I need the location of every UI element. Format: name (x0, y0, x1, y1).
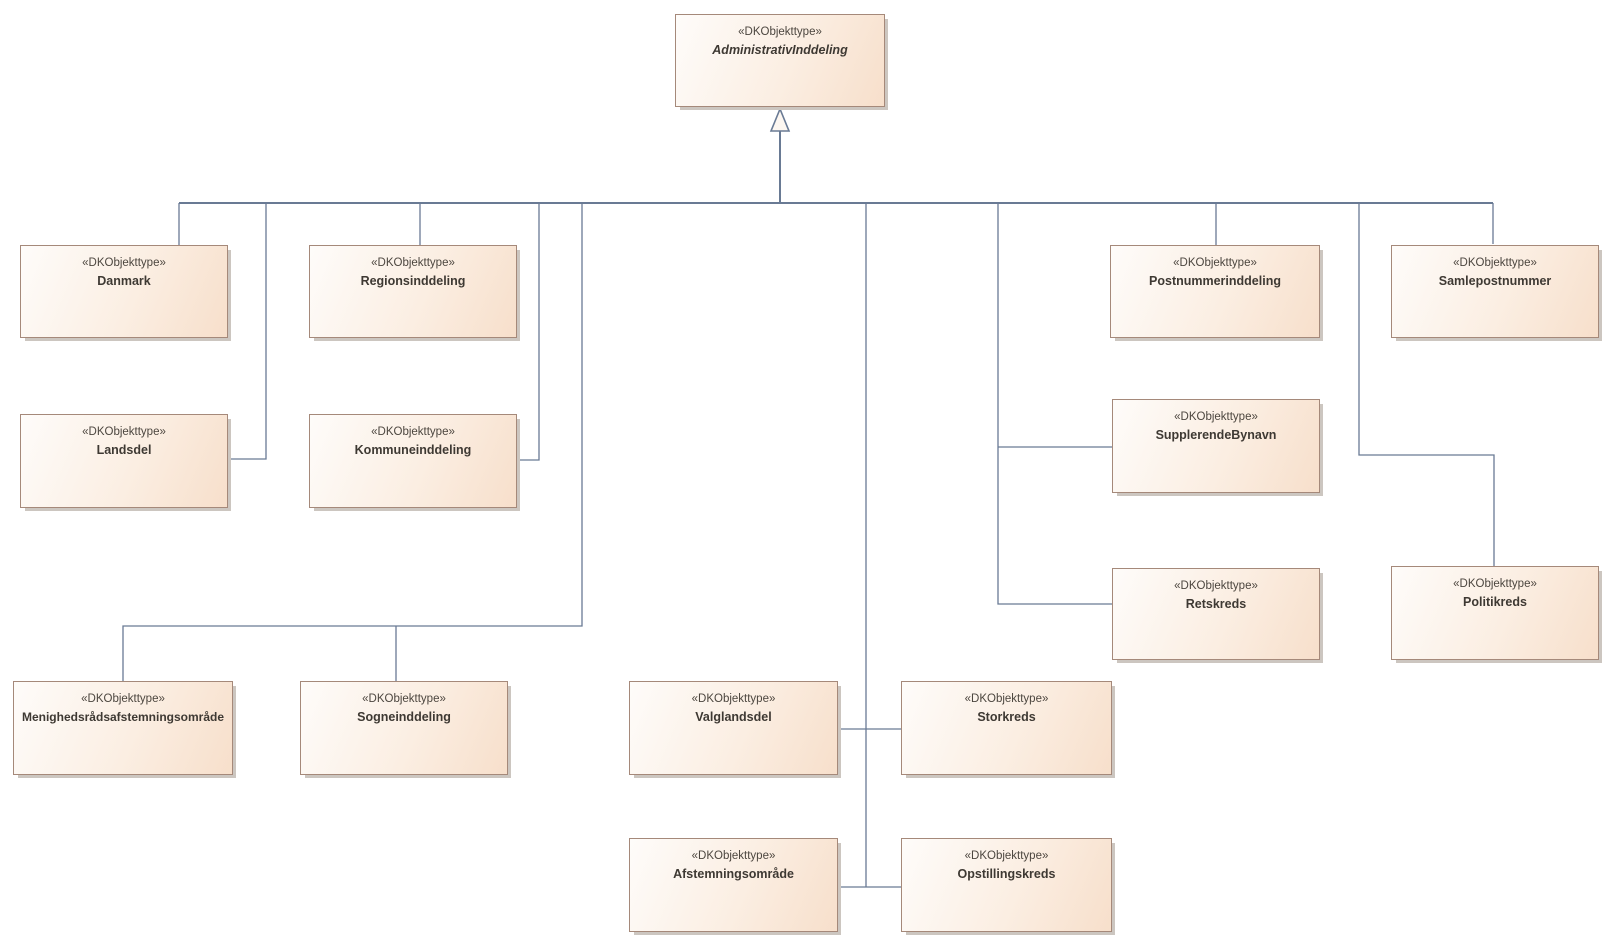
class-name: Kommuneinddeling (354, 443, 472, 457)
class-name: Samlepostnummer (1438, 274, 1552, 288)
stereotype-label: «DKObjekttype» (691, 693, 776, 705)
class-box-administrativinddeling[interactable]: «DKObjekttype» AdministrativInddeling (675, 14, 885, 107)
class-name: Afstemningsområde (673, 867, 794, 881)
class-name: Politikreds (1463, 595, 1527, 609)
connector-kommuneinddeling (517, 203, 540, 461)
stereotype-label: «DKObjekttype» (1174, 411, 1258, 423)
class-name: Postnummerinddeling (1149, 274, 1281, 288)
stereotype-label: «DKObjekttype» (964, 693, 1049, 705)
stereotype-label: «DKObjekttype» (691, 850, 776, 862)
class-name: SupplerendeBynavn (1155, 428, 1277, 442)
connector-retskreds (997, 203, 1112, 605)
class-box-landsdel[interactable]: «DKObjekttype» Landsdel (20, 414, 228, 508)
stereotype-label: «DKObjekttype» (1453, 257, 1537, 269)
class-box-opstillingskreds[interactable]: «DKObjekttype» Opstillingskreds (901, 838, 1112, 932)
stereotype-label: «DKObjekttype» (82, 257, 166, 269)
stereotype-label: «DKObjekttype» (1173, 257, 1257, 269)
class-box-politikreds[interactable]: «DKObjekttype» Politikreds (1391, 566, 1599, 660)
class-box-postnummerinddeling[interactable]: «DKObjekttype» Postnummerinddeling (1110, 245, 1320, 338)
class-name: Landsdel (96, 443, 152, 457)
stereotype-label: «DKObjekttype» (371, 426, 455, 438)
stereotype-label: «DKObjekttype» (82, 426, 166, 438)
class-box-regionsinddeling[interactable]: «DKObjekttype» Regionsinddeling (309, 245, 517, 338)
class-box-storkreds[interactable]: «DKObjekttype» Storkreds (901, 681, 1112, 775)
class-box-samlepostnummer[interactable]: «DKObjekttype» Samlepostnummer (1391, 245, 1599, 338)
stereotype-label: «DKObjekttype» (738, 26, 822, 38)
class-box-afstemningsomraade[interactable]: «DKObjekttype» Afstemningsområde (629, 838, 838, 932)
connector-menighedsraadsafstemningsomraade (122, 203, 583, 681)
class-name: Valglandsdel (695, 710, 772, 724)
class-box-sogneinddeling[interactable]: «DKObjekttype» Sogneinddeling (300, 681, 508, 775)
class-box-kommuneinddeling[interactable]: «DKObjekttype» Kommuneinddeling (309, 414, 517, 508)
class-box-retskreds[interactable]: «DKObjekttype» Retskreds (1112, 568, 1320, 660)
class-name: Sogneinddeling (357, 710, 451, 724)
class-name: AdministrativInddeling (712, 43, 848, 57)
stereotype-label: «DKObjekttype» (1453, 578, 1537, 590)
class-name: Opstillingskreds (957, 867, 1056, 881)
class-name: Regionsinddeling (360, 274, 466, 288)
class-box-menighedsraadsafstemningsomraade[interactable]: «DKObjekttype» Menighedsrådsafstemningso… (13, 681, 233, 775)
connector-landsdel (228, 203, 267, 460)
class-name: Retskreds (1185, 597, 1247, 611)
generalization-arrow-icon (769, 106, 791, 132)
stereotype-label: «DKObjekttype» (81, 693, 165, 705)
connector-politikreds (1358, 203, 1495, 566)
class-box-supplerendebynavn[interactable]: «DKObjekttype» SupplerendeBynavn (1112, 399, 1320, 493)
stereotype-label: «DKObjekttype» (362, 693, 446, 705)
class-box-danmark[interactable]: «DKObjekttype» Danmark (20, 245, 228, 338)
stereotype-label: «DKObjekttype» (371, 257, 455, 269)
stereotype-label: «DKObjekttype» (1174, 580, 1258, 592)
class-name: Storkreds (977, 710, 1036, 724)
class-name: Danmark (97, 274, 151, 288)
class-box-valglandsdel[interactable]: «DKObjekttype» Valglandsdel (629, 681, 838, 775)
stereotype-label: «DKObjekttype» (964, 850, 1049, 862)
class-name: Menighedsrådsafstemningsområde (21, 710, 225, 724)
